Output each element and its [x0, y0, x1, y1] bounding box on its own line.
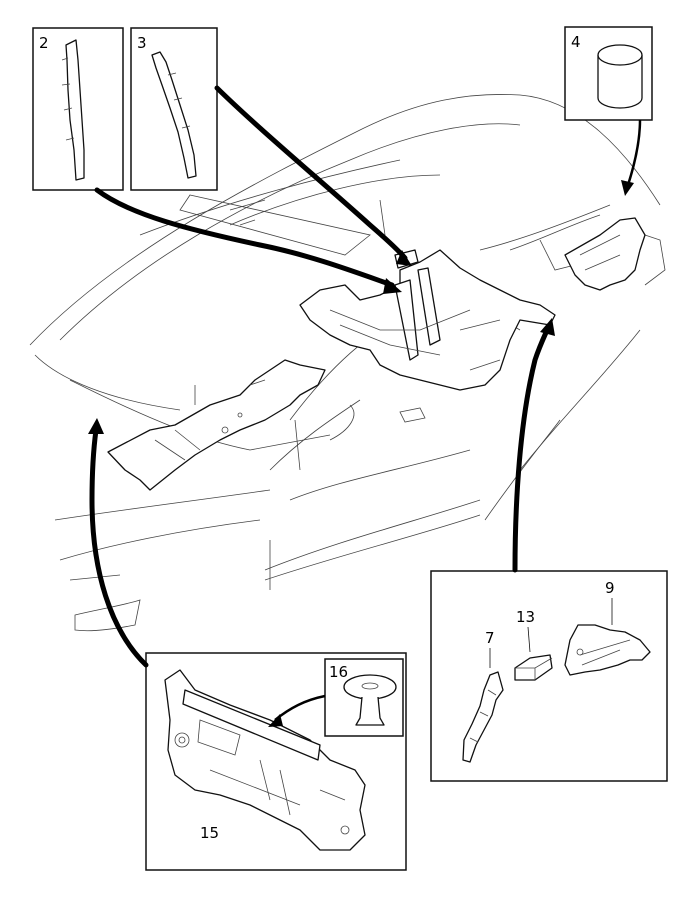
- callout-label-16: 16: [329, 663, 348, 681]
- callout-box-4: 4: [564, 26, 653, 121]
- car-outline: [29, 94, 666, 632]
- part-7-pillar-insulation: [462, 671, 504, 763]
- callout-label-4: 4: [571, 33, 581, 51]
- part-13-foam-block: [514, 654, 553, 681]
- part-9-wheelhouse-insulation: [564, 624, 651, 676]
- callout-label-9: 9: [605, 579, 615, 597]
- callout-label-15: 15: [200, 824, 219, 842]
- leader-arrows: [88, 85, 642, 727]
- callout-box-16: 16: [324, 658, 404, 737]
- callout-label-2: 2: [39, 34, 49, 52]
- rear-insulation: [564, 217, 646, 291]
- callout-box-7-9-13: 7 13 9: [430, 570, 668, 782]
- callout-box-2: 2: [32, 27, 124, 191]
- part-15-bulkhead-insulation: [164, 669, 366, 851]
- part-3-pillar-trim: [151, 51, 197, 179]
- callout-label-13: 13: [516, 608, 535, 626]
- central-insulation: [299, 249, 556, 391]
- arrow-4: [626, 119, 642, 186]
- front-cowl-insulation: [107, 359, 326, 491]
- part-4-foam-pad: [597, 44, 643, 109]
- arrow-2: [94, 187, 395, 288]
- arrow-7-9-13: [512, 325, 551, 573]
- part-2-pillar-trim: [65, 39, 85, 181]
- part-16-clip: [343, 674, 397, 726]
- callout-label-7: 7: [485, 629, 495, 647]
- arrow-3: [214, 85, 408, 261]
- arrow-15: [89, 427, 149, 668]
- callout-label-3: 3: [137, 34, 147, 52]
- callout-box-3: 3: [130, 27, 218, 191]
